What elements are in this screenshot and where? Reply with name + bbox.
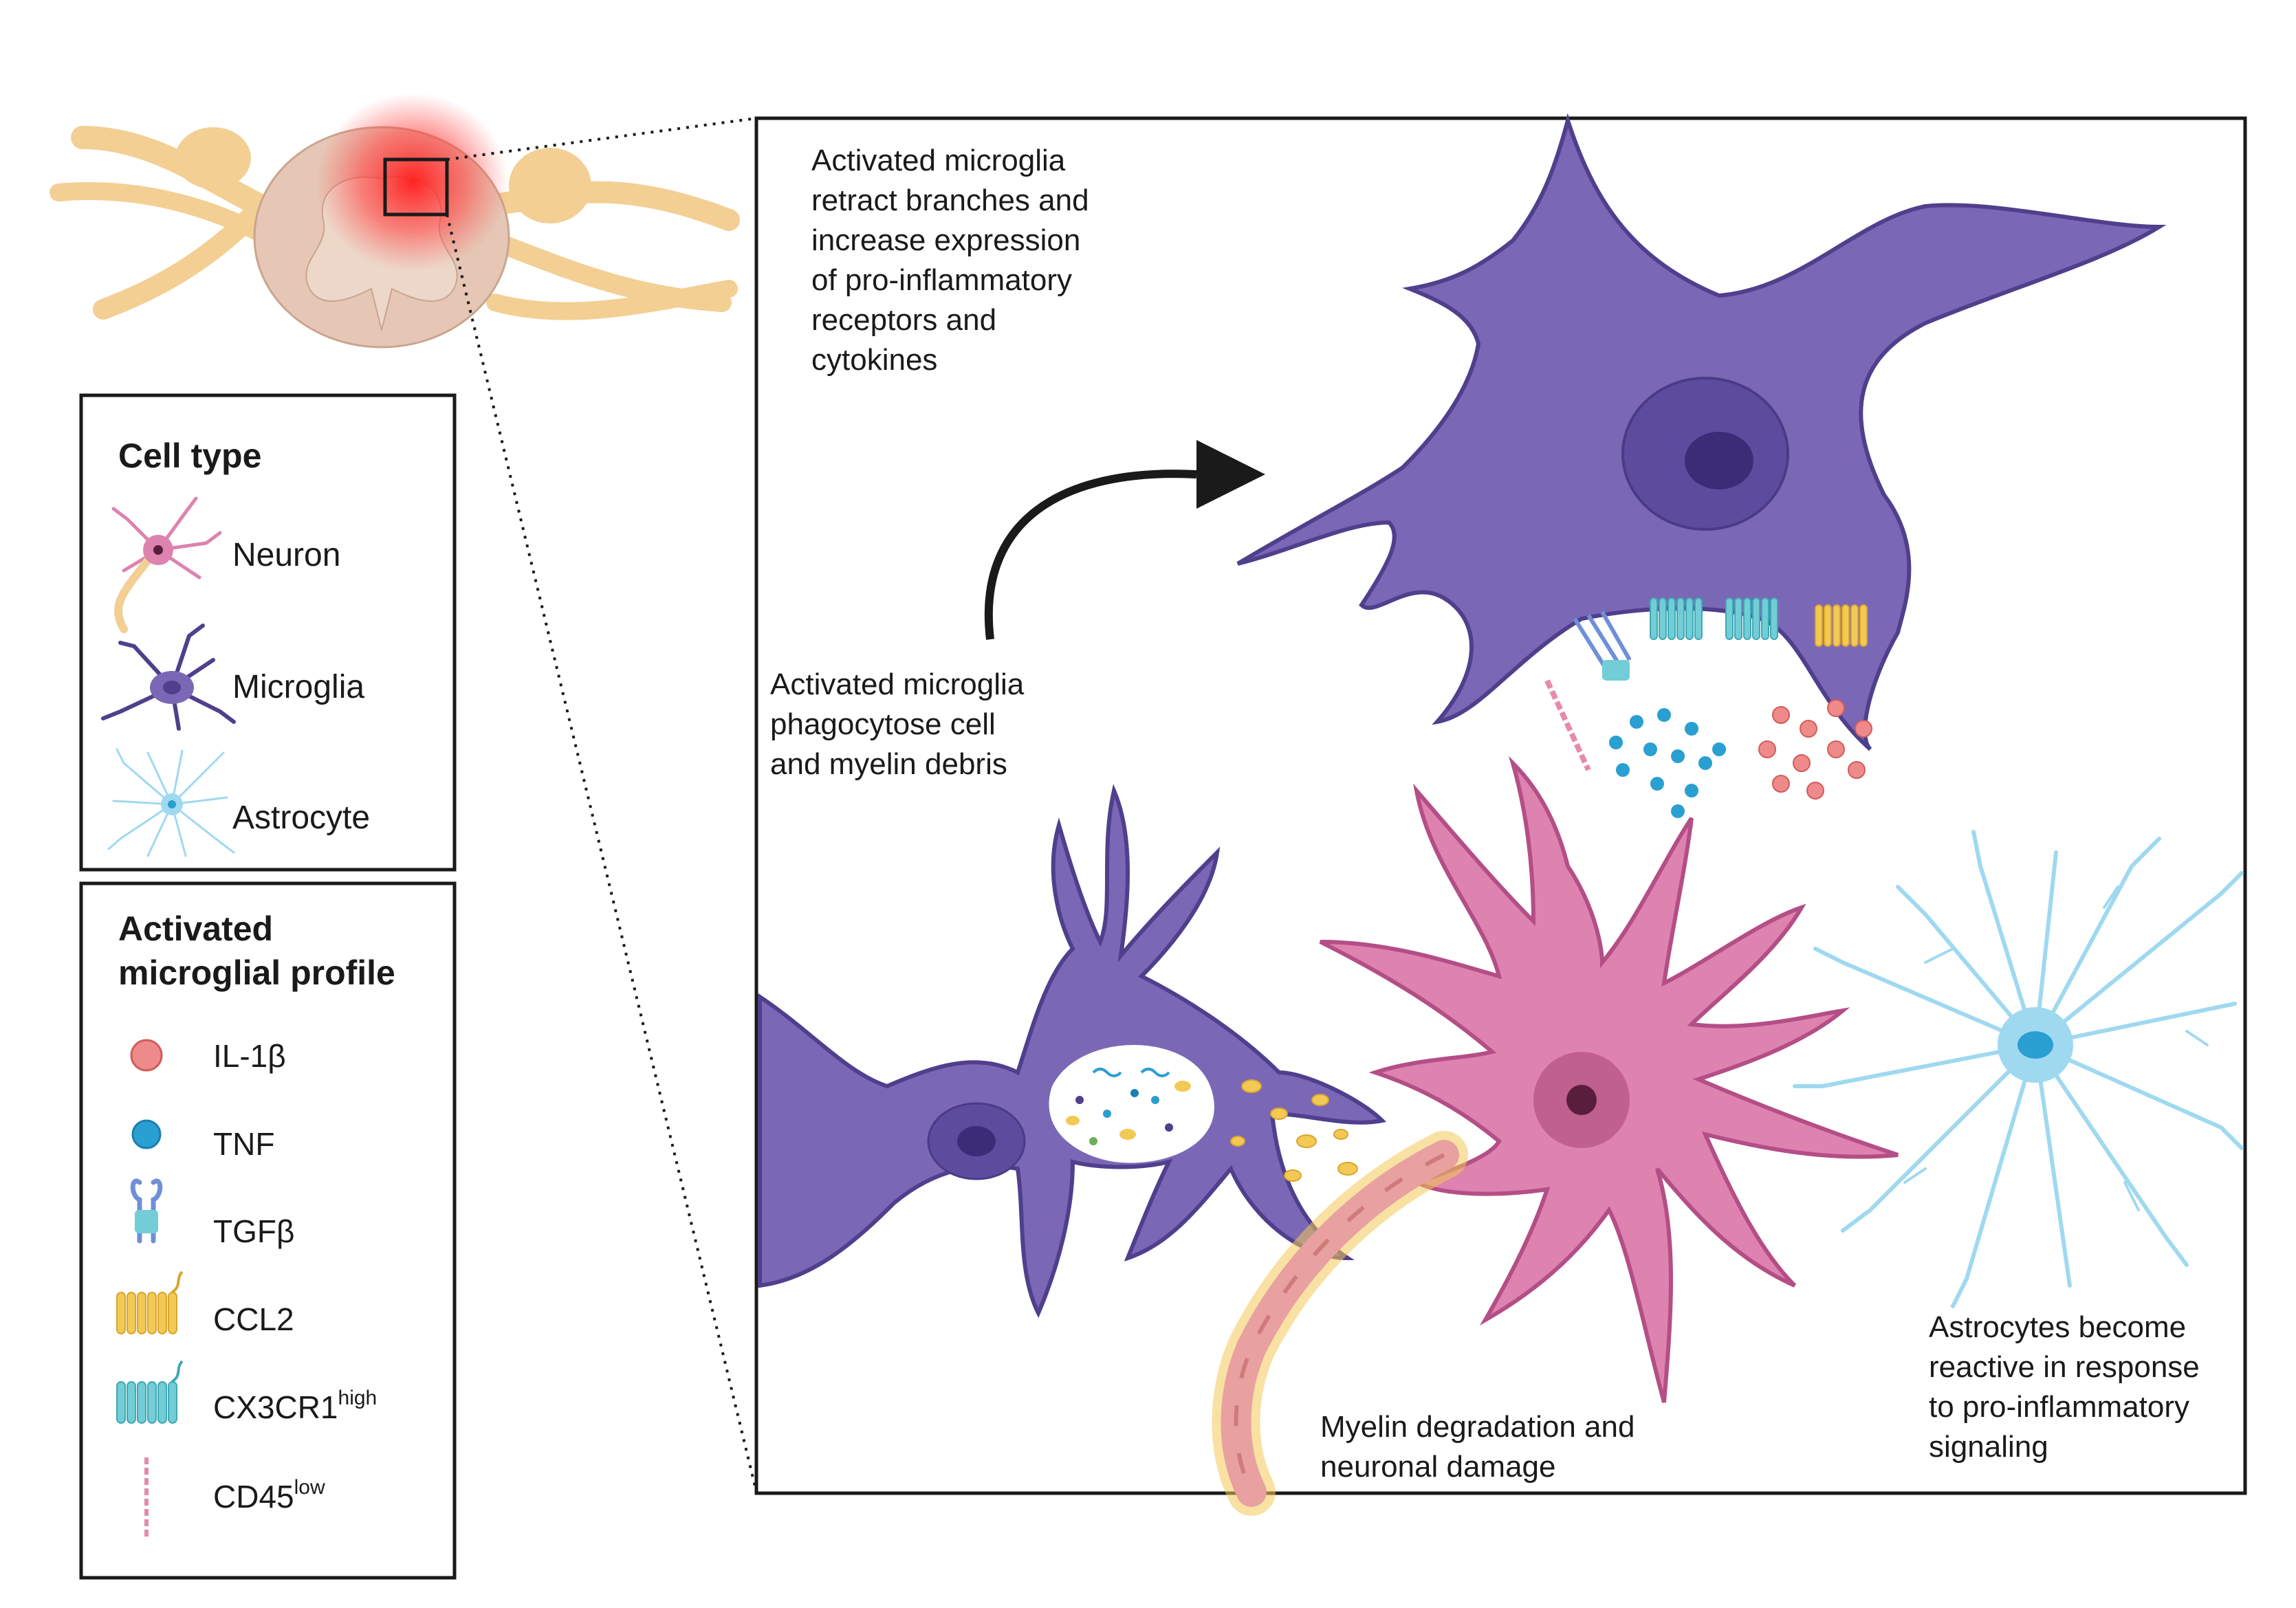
legend-cell-type-title: Cell type [118, 437, 261, 475]
legend-profile-title-2: microglial profile [118, 954, 395, 992]
annotation-phagocytose: Activated microglia phagocytose cell and… [770, 668, 1033, 781]
tgfb-receptors [1573, 610, 1632, 681]
cx3cr1-receptors [1650, 597, 1778, 640]
cd45-marker [1544, 679, 1591, 771]
tgfb-receptor-icon [130, 1178, 163, 1244]
dorsal-root-ganglion-left [175, 127, 251, 189]
spinal-cord-illustration [50, 93, 740, 349]
membrane-receptors [1544, 597, 1868, 771]
legend-tnf-label: TNF [213, 1126, 274, 1162]
astrocyte-icon [107, 748, 235, 857]
ccl2-receptor-icon [116, 1270, 184, 1334]
legend-cell-type: Cell type Neuron Microglia Astrocyte [79, 393, 457, 872]
zoom-line-top [446, 117, 757, 161]
microglia-icon [101, 624, 236, 731]
legend-astrocyte-label: Astrocyte [232, 800, 370, 836]
zoom-panel-box [754, 116, 2247, 1495]
inflammation-glow [316, 93, 509, 272]
legend-profile-box [79, 881, 457, 1580]
legend-cd45-label: CD45low [213, 1476, 325, 1515]
activation-arrow [984, 470, 1197, 640]
activation-arrowhead [1196, 440, 1265, 509]
reactive-astrocyte [1793, 830, 2244, 1308]
annotation-myelin: Myelin degradation and neuronal damage [1320, 1410, 1643, 1484]
legend-profile: Activated microglial profile IL-1β TNF T… [79, 881, 457, 1580]
activated-microglia-large [1236, 113, 2167, 751]
degrading-axon [1212, 1131, 1468, 1516]
legend-cell-type-box [79, 393, 457, 872]
dorsal-root-ganglion-right [509, 148, 591, 223]
zoom-region-box [383, 157, 449, 217]
microglia-nucleolus [1685, 432, 1753, 489]
microglia-phagocytic-cup [1533, 631, 1818, 749]
tnf-cytokines [1609, 708, 1726, 818]
tnf-icon [131, 1119, 162, 1149]
zoom-panel: Activated microglia retract branches and… [754, 113, 2247, 1516]
ccl2-receptors [1815, 604, 1868, 647]
legend-microglia-label: Microglia [232, 669, 364, 705]
engulfed-debris [1066, 1068, 1191, 1145]
phagocytic-microglia [758, 784, 1387, 1319]
annotation-activated-retract: Activated microglia retract branches and… [811, 144, 1097, 377]
legend-ccl2-label: CCL2 [213, 1301, 294, 1337]
legend-profile-title-1: Activated [118, 910, 273, 948]
phagosome [1049, 1045, 1214, 1163]
astrocyte-nucleus [2018, 1031, 2053, 1059]
il1b-cytokines [1758, 699, 1872, 800]
phagocytic-microglia-nucleolus [957, 1126, 996, 1156]
legend-cx3cr1-label: CX3CR1high [213, 1387, 377, 1425]
zoom-line-bottom [446, 214, 758, 1493]
myelin-debris [1230, 1079, 1358, 1182]
annotation-astrocytes: Astrocytes become reactive in response t… [1929, 1310, 2208, 1464]
legend-neuron-label: Neuron [232, 537, 340, 573]
legend-tgfb-label: TGFβ [213, 1213, 294, 1249]
legend-il1b-label: IL-1β [213, 1038, 286, 1074]
neuron-nucleolus [1566, 1085, 1597, 1115]
neuron-cell [1319, 756, 1899, 1403]
neuron-icon [111, 496, 222, 633]
il1b-icon [130, 1039, 163, 1072]
cx3cr1-receptor-icon [116, 1360, 184, 1424]
